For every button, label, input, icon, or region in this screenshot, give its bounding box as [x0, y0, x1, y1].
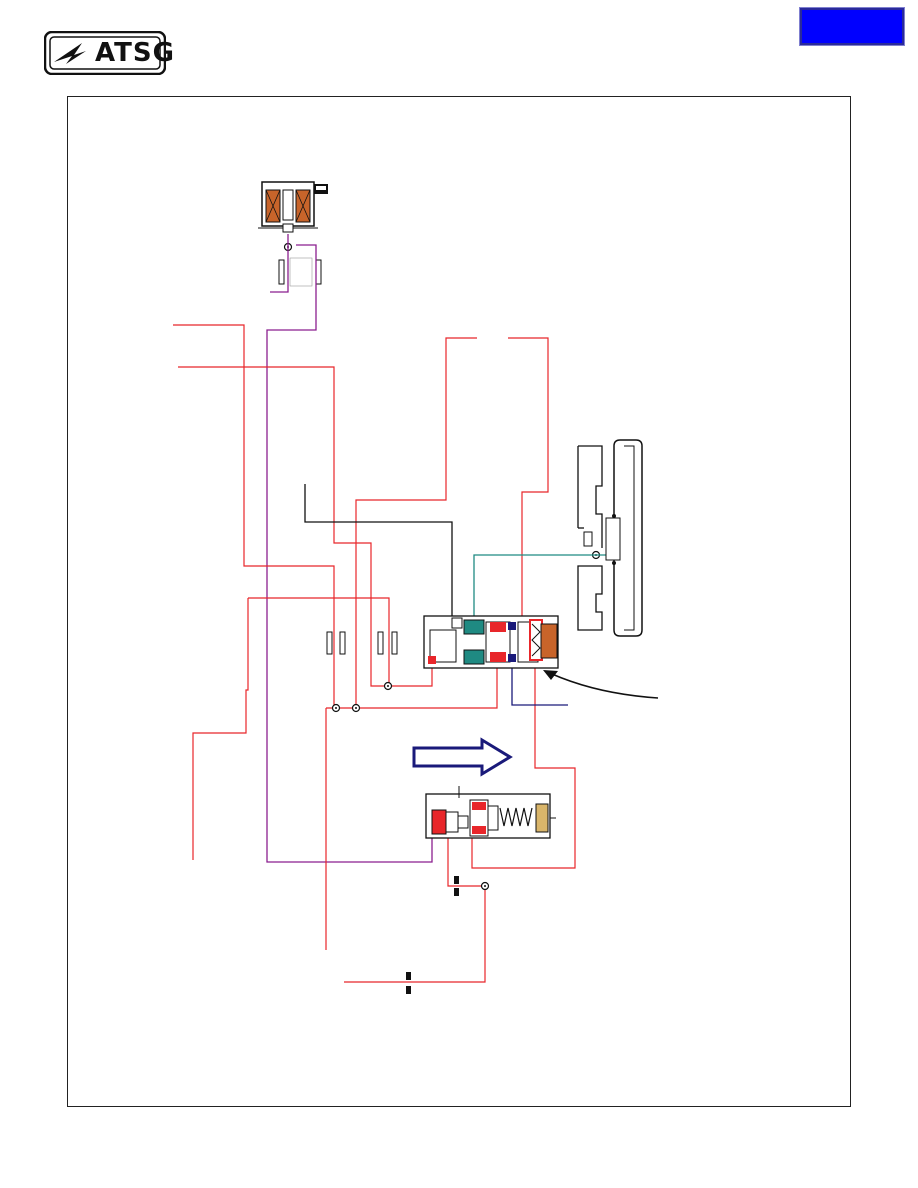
diagram-frame	[67, 96, 851, 1107]
plane-icon	[54, 43, 86, 64]
black-orifices	[406, 876, 459, 994]
valve-lower	[425, 786, 556, 839]
navy-circuit	[511, 660, 568, 706]
solenoid	[258, 181, 328, 233]
valve-upper	[423, 615, 559, 669]
teal-circuit	[473, 554, 614, 622]
black-line	[304, 484, 453, 622]
servo-piston	[577, 439, 643, 637]
orifice-pairs	[326, 531, 593, 655]
red-circuit	[173, 324, 576, 983]
callout-arrow	[551, 673, 659, 699]
atsg-logo	[44, 31, 166, 75]
nav-button[interactable]	[799, 7, 905, 46]
logo-text: ATSG	[95, 38, 175, 68]
purple-circuit	[266, 234, 433, 863]
shift-direction-arrow	[412, 737, 513, 777]
orifice-markers	[331, 550, 601, 891]
